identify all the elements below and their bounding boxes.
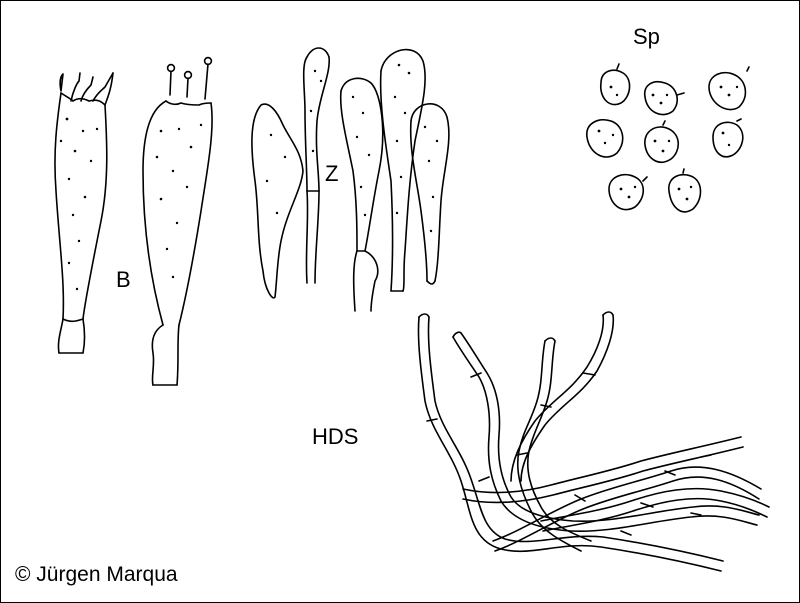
basidium-left xyxy=(54,72,114,354)
label-cystidia: Z xyxy=(325,161,339,186)
spores xyxy=(586,63,750,213)
cystidium-5 xyxy=(409,103,450,285)
label-spores: Sp xyxy=(633,24,660,49)
label-pileipellis: HDS xyxy=(312,424,359,449)
basidium-right-dots xyxy=(155,123,203,279)
label-basidia: B xyxy=(116,267,131,292)
cystidium-3 xyxy=(339,77,384,312)
hyphae-hds xyxy=(417,311,770,572)
cystidium-2 xyxy=(302,47,330,284)
copyright-notice: © Jürgen Marqua xyxy=(15,563,178,586)
basidium-left-dots xyxy=(59,117,99,291)
cystidium-1 xyxy=(251,103,304,299)
basidium-right xyxy=(142,56,213,386)
cystidium-4 xyxy=(379,48,426,292)
